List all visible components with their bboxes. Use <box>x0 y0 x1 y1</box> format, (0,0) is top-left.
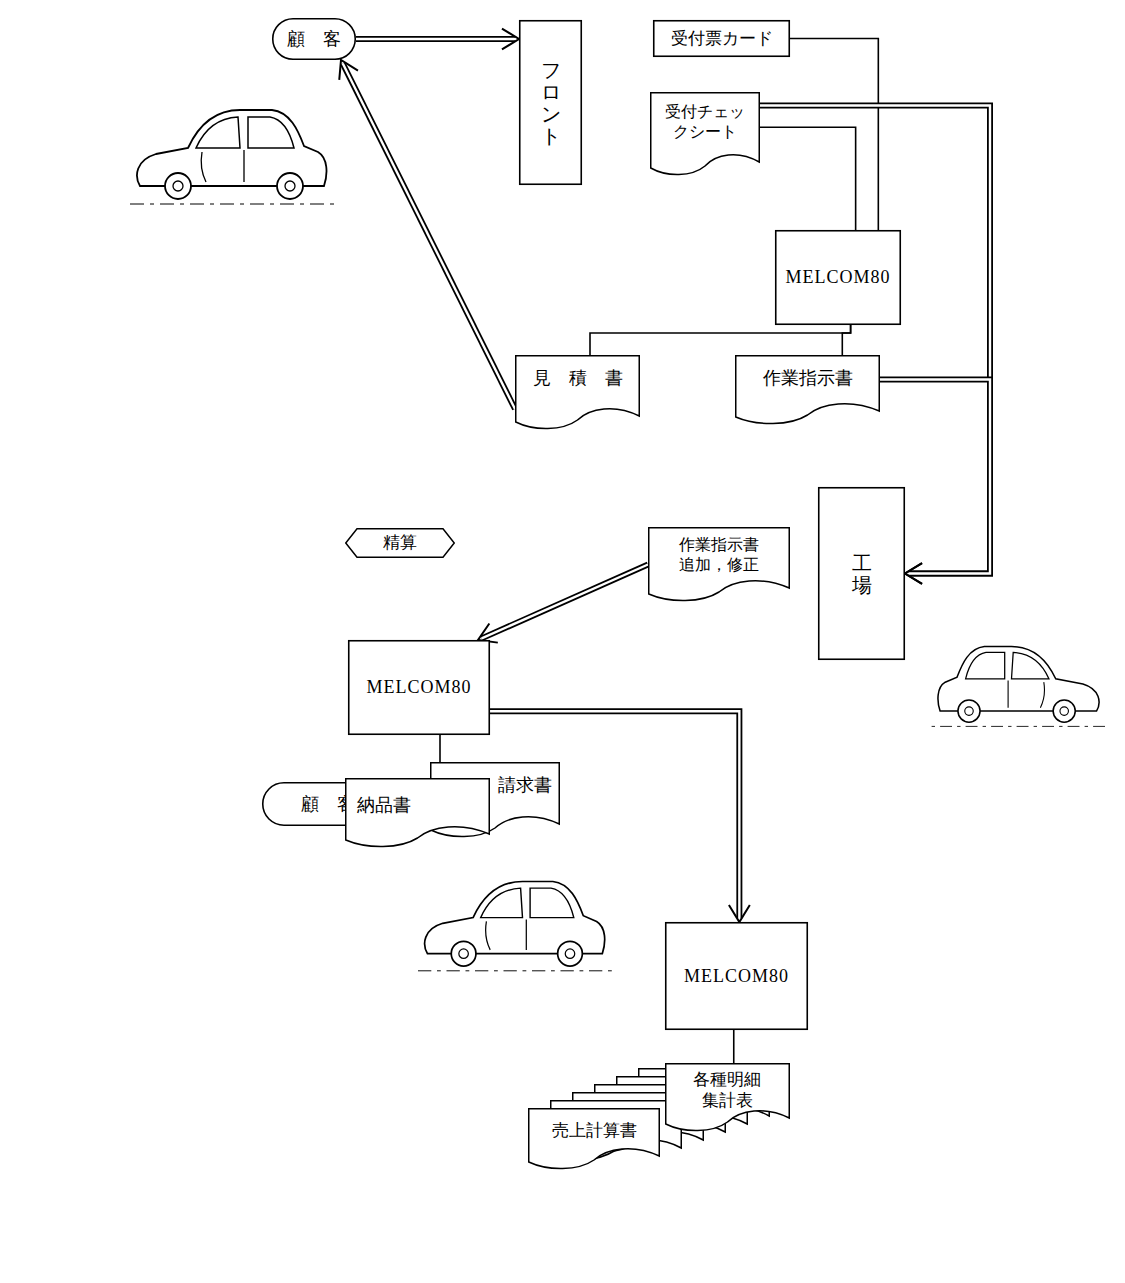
node-text: 売上計算書 <box>552 1120 637 1141</box>
outline-path <box>649 528 790 601</box>
flow-arrow <box>339 60 515 409</box>
arrow-head <box>339 60 358 80</box>
connector-outer <box>343 64 515 409</box>
arrow-head <box>729 905 750 922</box>
document-shape: 作業指示書 追加，修正 <box>648 527 790 602</box>
flow-arrow <box>440 735 441 762</box>
arrow-head <box>502 29 519 50</box>
node-text: 請求書 <box>498 774 552 797</box>
outline-path <box>516 356 640 429</box>
outline-path <box>346 529 455 558</box>
process-box: フロント <box>519 20 582 185</box>
document-shape: 納品書 <box>345 778 490 848</box>
outline-path <box>431 763 560 837</box>
node-outline <box>515 355 640 430</box>
document-shape: 作業指示書 <box>735 355 880 425</box>
hex-label: 精算 <box>345 528 455 558</box>
flow-arrow <box>733 1030 734 1063</box>
node-text: 受付票カード <box>671 28 773 49</box>
document-shape: 受付チェッ クシート <box>650 92 760 176</box>
connector-inner <box>343 64 515 409</box>
node-text: MELCOM80 <box>684 965 789 988</box>
outline-path <box>520 21 582 185</box>
connector-line <box>790 39 878 231</box>
outline-path <box>349 641 490 735</box>
computer-box: MELCOM80 <box>348 640 490 735</box>
node-text: 受付チェッ クシート <box>662 102 748 142</box>
node-text: 作業指示書 追加，修正 <box>676 535 762 575</box>
outline-path <box>651 93 760 175</box>
outline-path <box>654 21 790 57</box>
outline-path <box>666 1064 790 1131</box>
node-outline <box>735 355 880 425</box>
node-text: 各種明細 集計表 <box>690 1069 765 1112</box>
outline-path <box>273 19 356 60</box>
car-illustration <box>927 647 1106 727</box>
node-text: 作業指示書 <box>763 367 853 390</box>
node-text: MELCOM80 <box>366 676 471 699</box>
flow-arrow <box>790 39 878 231</box>
node-text: 見 積 書 <box>533 367 623 390</box>
flow-arrow <box>478 565 648 643</box>
arrow-head <box>905 563 922 584</box>
connector-line <box>733 1030 735 1063</box>
outline-path <box>736 356 880 424</box>
outline-path <box>819 488 905 660</box>
process-box: 工場 <box>818 487 905 660</box>
connector-outer <box>356 36 515 42</box>
flow-arrow <box>842 325 850 355</box>
connector-line <box>842 325 850 355</box>
arrow-head <box>478 624 498 643</box>
connector-line <box>590 325 851 355</box>
node-text: フロント <box>541 59 561 147</box>
computer-box: MELCOM80 <box>665 922 808 1030</box>
flow-arrow <box>356 29 519 50</box>
connector-inner <box>482 565 648 639</box>
node-text: 顧 客 <box>287 28 341 51</box>
process-box: 受付票カード <box>653 20 790 57</box>
node-text: 精算 <box>383 532 417 553</box>
node-text: 納品書 <box>357 794 411 817</box>
car-illustration <box>418 882 618 971</box>
flow-arrow <box>590 325 851 355</box>
connector-outer <box>482 565 648 639</box>
connector-inner <box>356 38 515 40</box>
document-shape: 売上計算書 <box>528 1108 660 1170</box>
car-illustration <box>130 110 340 204</box>
connector-line <box>760 127 856 230</box>
computer-box: MELCOM80 <box>775 230 901 325</box>
node-text: 工場 <box>852 552 872 596</box>
outline-path <box>529 1109 660 1169</box>
document-shape: 見 積 書 <box>515 355 640 430</box>
outline-path <box>666 923 808 1030</box>
flow-arrow <box>760 127 856 230</box>
connector-line <box>439 735 441 762</box>
outline-path <box>776 231 901 325</box>
document-shape: 各種明細 集計表 <box>665 1063 790 1132</box>
node-text: MELCOM80 <box>785 266 890 289</box>
terminal-shape: 顧 客 <box>272 18 356 60</box>
